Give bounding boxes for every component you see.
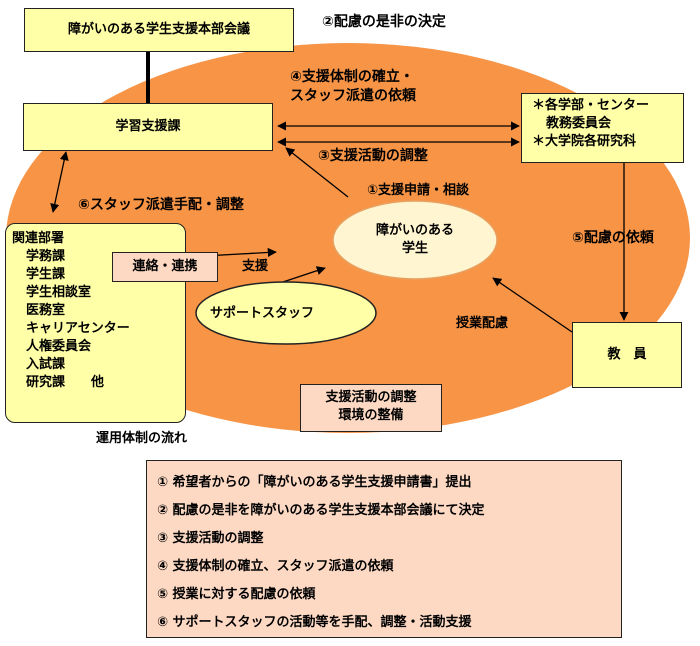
legend-item-5: ⑤ 授業に対する配慮の依頼 (157, 587, 316, 602)
support-staff-label: サポートスタッフ (210, 306, 315, 321)
council-box: 障がいのある学生支援本部会議 (24, 8, 294, 52)
coordination-line-1: 支援活動の調整 (325, 390, 417, 405)
coordination-line-2: 環境の整備 (338, 408, 404, 423)
related-title: 関連部署 (12, 231, 65, 246)
step5-label: ⑤配慮の依頼 (572, 230, 654, 246)
operation-flow-label: 運用体制の流れ (96, 431, 188, 446)
step1-label: ①支援申請・相談 (367, 183, 470, 198)
related-item: 研究課 他 (26, 375, 105, 390)
related-item: 学生課 (26, 267, 66, 282)
related-item: 人権委員会 (26, 339, 92, 354)
related-item: 入試課 (26, 357, 66, 372)
liaison-box: 連絡・連携 (112, 252, 218, 282)
teacher-label: 教 員 (607, 347, 647, 362)
related-item: 学務課 (26, 249, 66, 264)
step3-label: ③支援活動の調整 (318, 148, 428, 164)
student-label: 障がいのある 学生 (375, 223, 454, 256)
related-item: 学生相談室 (26, 285, 92, 300)
arrow-class-care (492, 277, 573, 333)
faculties-line-1: ＊各学部・センター (532, 98, 650, 113)
step2-label: ②配慮の是非の決定 (322, 14, 446, 30)
class-care-label: 授業配慮 (456, 316, 509, 331)
student-ellipse (332, 200, 498, 280)
related-list: 学務課 学生課 学生相談室 医務室 キャリアセンター 人権委員会 入試課 研究課… (12, 248, 185, 392)
step4-label: ④支援体制の確立・ スタッフ派遣の依頼 (290, 69, 416, 104)
arrow-support (282, 266, 326, 283)
legend-item-4: ④ 支援体制の確立、スタッフ派遣の依頼 (157, 559, 394, 574)
legend-item-3: ③ 支援活動の調整 (157, 531, 264, 546)
legend-item-1: ① 希望者からの「障がいのある学生支援申請書」提出 (157, 475, 472, 490)
faculties-box: ＊各学部・センター 教務委員会 ＊大学院各研究科 (521, 93, 684, 163)
support-staff-ellipse (195, 281, 377, 345)
related-item: 医務室 (26, 303, 66, 318)
legend-item-6: ⑥ サポートスタッフの活動等を手配、調整・活動支援 (157, 615, 472, 630)
legend-box: ① 希望者からの「障がいのある学生支援申請書」提出 ② 配慮の是非を障がいのある… (146, 460, 622, 638)
coordination-box: 支援活動の調整 環境の整備 (300, 384, 442, 432)
support-section-label: 学習支援課 (115, 119, 181, 134)
teacher-box: 教 員 (572, 322, 682, 388)
faculties-line-2: 教務委員会 (546, 116, 612, 131)
legend-item-2: ② 配慮の是非を障がいのある学生支援本部会議にて決定 (157, 503, 485, 518)
liaison-label: 連絡・連携 (132, 259, 198, 274)
council-label: 障がいのある学生支援本部会議 (67, 22, 250, 37)
faculties-line-3: ＊大学院各研究科 (532, 134, 637, 149)
related-item: キャリアセンター (26, 321, 130, 336)
step6-label: ⑥スタッフ派遣手配・調整 (78, 197, 244, 213)
support-label: 支援 (242, 259, 269, 274)
arrow-step1 (285, 147, 349, 198)
support-section-box: 学習支援課 (23, 103, 273, 151)
arrow-step6 (50, 151, 69, 213)
